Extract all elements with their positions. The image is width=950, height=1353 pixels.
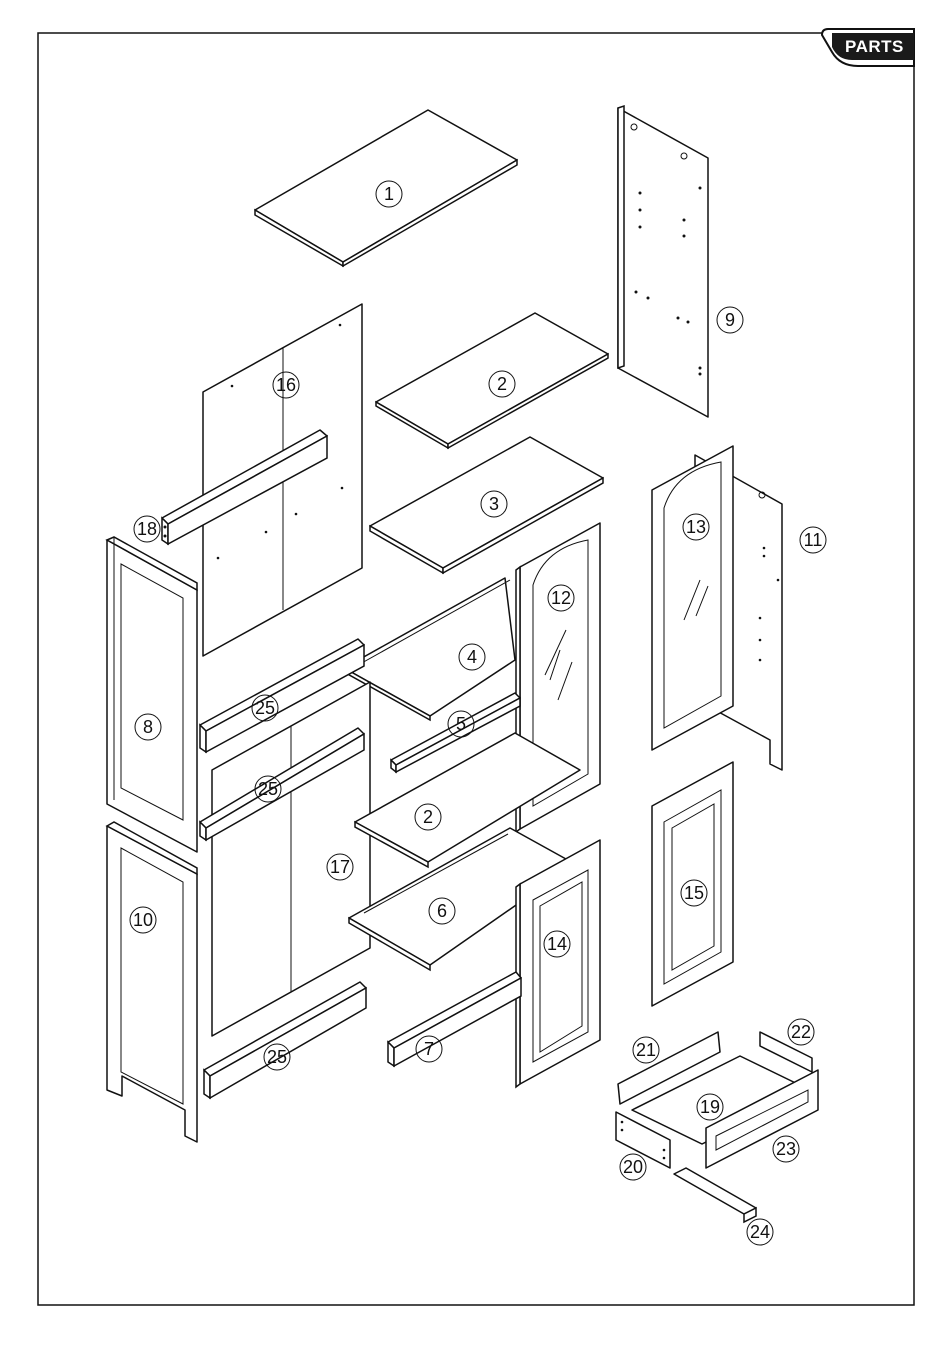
part-13-glass-door bbox=[652, 446, 733, 750]
svg-text:17: 17 bbox=[330, 857, 350, 877]
svg-text:5: 5 bbox=[456, 714, 466, 734]
callout-20: 20 bbox=[620, 1154, 646, 1180]
svg-text:7: 7 bbox=[424, 1039, 434, 1059]
svg-text:4: 4 bbox=[467, 647, 477, 667]
callout-25-lower: 25 bbox=[264, 1044, 290, 1070]
callout-24: 24 bbox=[747, 1219, 773, 1245]
callout-18: 18 bbox=[134, 516, 160, 542]
svg-text:23: 23 bbox=[776, 1139, 796, 1159]
svg-text:1: 1 bbox=[384, 184, 394, 204]
part-24-drawer-rail bbox=[674, 1168, 756, 1222]
svg-text:6: 6 bbox=[437, 901, 447, 921]
svg-text:13: 13 bbox=[686, 517, 706, 537]
callout-12: 12 bbox=[548, 585, 574, 611]
svg-text:19: 19 bbox=[700, 1097, 720, 1117]
part-2-upper-shelf bbox=[376, 313, 608, 448]
svg-text:2: 2 bbox=[423, 807, 433, 827]
svg-text:22: 22 bbox=[791, 1022, 811, 1042]
svg-text:24: 24 bbox=[750, 1222, 770, 1242]
parts-tab: PARTS bbox=[822, 29, 914, 66]
callout-15: 15 bbox=[681, 880, 707, 906]
callout-25-middle: 25 bbox=[255, 776, 281, 802]
callout-10: 10 bbox=[130, 907, 156, 933]
part-9-side-panel bbox=[618, 106, 708, 417]
callout-19: 19 bbox=[697, 1094, 723, 1120]
callout-25-upper: 25 bbox=[252, 695, 278, 721]
svg-text:25: 25 bbox=[258, 779, 278, 799]
svg-text:8: 8 bbox=[143, 717, 153, 737]
svg-text:20: 20 bbox=[623, 1157, 643, 1177]
parts-tab-label: PARTS bbox=[845, 37, 904, 56]
part-8-side-frame bbox=[107, 537, 197, 852]
svg-text:12: 12 bbox=[551, 588, 571, 608]
callout-11: 11 bbox=[800, 527, 826, 553]
callout-21: 21 bbox=[633, 1037, 659, 1063]
part-10-side-frame bbox=[107, 822, 197, 1142]
svg-text:16: 16 bbox=[276, 375, 296, 395]
svg-text:25: 25 bbox=[255, 698, 275, 718]
callout-22: 22 bbox=[788, 1019, 814, 1045]
callout-13: 13 bbox=[683, 514, 709, 540]
svg-text:9: 9 bbox=[725, 310, 735, 330]
svg-text:3: 3 bbox=[489, 494, 499, 514]
part-7-rail bbox=[388, 972, 521, 1066]
callout-23: 23 bbox=[773, 1136, 799, 1162]
svg-text:14: 14 bbox=[547, 934, 567, 954]
callout-9: 9 bbox=[717, 307, 743, 333]
svg-text:18: 18 bbox=[137, 519, 157, 539]
svg-text:11: 11 bbox=[804, 530, 823, 550]
callout-16: 16 bbox=[273, 372, 299, 398]
svg-text:21: 21 bbox=[636, 1040, 656, 1060]
svg-text:2: 2 bbox=[497, 374, 507, 394]
svg-text:25: 25 bbox=[267, 1047, 287, 1067]
svg-text:15: 15 bbox=[684, 883, 704, 903]
svg-text:10: 10 bbox=[133, 910, 153, 930]
callout-17: 17 bbox=[327, 854, 353, 880]
callout-14: 14 bbox=[544, 931, 570, 957]
